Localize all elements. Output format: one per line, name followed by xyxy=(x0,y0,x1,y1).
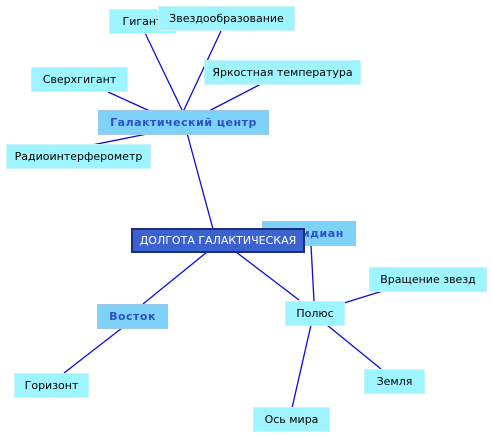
node-horizon-label: Горизонт xyxy=(24,379,79,392)
edge-root-east xyxy=(142,251,208,305)
edge-center-giant xyxy=(144,32,184,113)
node-pole-label: Полюс xyxy=(296,307,334,320)
node-star-rotation-label: Вращение звезд xyxy=(380,273,476,286)
root-node-label: ДОЛГОТА ГАЛАКТИЧЕСКАЯ xyxy=(139,234,297,247)
hub-east[interactable]: Восток xyxy=(97,304,168,329)
node-brightness-temperature-label: Яркостная температура xyxy=(212,66,353,79)
node-world-axis-label: Ось мира xyxy=(264,413,319,426)
edge-center-radio xyxy=(91,133,148,146)
edge-east-horizon xyxy=(63,327,123,374)
node-brightness-temperature[interactable]: Яркостная температура xyxy=(204,60,361,85)
root-node[interactable]: ДОЛГОТА ГАЛАКТИЧЕСКАЯ xyxy=(131,228,305,253)
node-supergiant[interactable]: Сверхгигант xyxy=(31,67,128,92)
edge-pole-rotation xyxy=(343,289,387,304)
node-star-formation-label: Звездообразование xyxy=(169,12,284,25)
node-radio-interferometer-label: Радиоинтерферометр xyxy=(14,150,143,163)
edge-pole-axis xyxy=(291,324,312,409)
node-giant-label: Гигант xyxy=(122,15,163,28)
edge-pole-earth xyxy=(326,324,382,370)
hub-galactic-center-label: Галактический центр xyxy=(110,116,257,129)
node-horizon[interactable]: Горизонт xyxy=(14,373,89,398)
node-star-rotation[interactable]: Вращение звезд xyxy=(369,267,487,292)
edge-center-brightness xyxy=(206,83,262,113)
node-pole[interactable]: Полюс xyxy=(285,301,345,326)
edge-center-starformation xyxy=(182,30,222,113)
edge-meridian-pole xyxy=(310,244,315,302)
node-earth-label: Земля xyxy=(376,375,413,388)
node-star-formation[interactable]: Звездообразование xyxy=(158,6,295,31)
edge-root-center xyxy=(186,132,214,230)
edge-root-pole xyxy=(235,251,300,301)
node-supergiant-label: Сверхгигант xyxy=(42,73,117,86)
node-radio-interferometer[interactable]: Радиоинтерферометр xyxy=(6,144,151,169)
edge-center-supergiant xyxy=(107,91,153,113)
node-world-axis[interactable]: Ось мира xyxy=(253,407,330,432)
hub-galactic-center[interactable]: Галактический центр xyxy=(98,110,269,135)
node-earth[interactable]: Земля xyxy=(364,369,425,394)
hub-east-label: Восток xyxy=(109,310,156,323)
